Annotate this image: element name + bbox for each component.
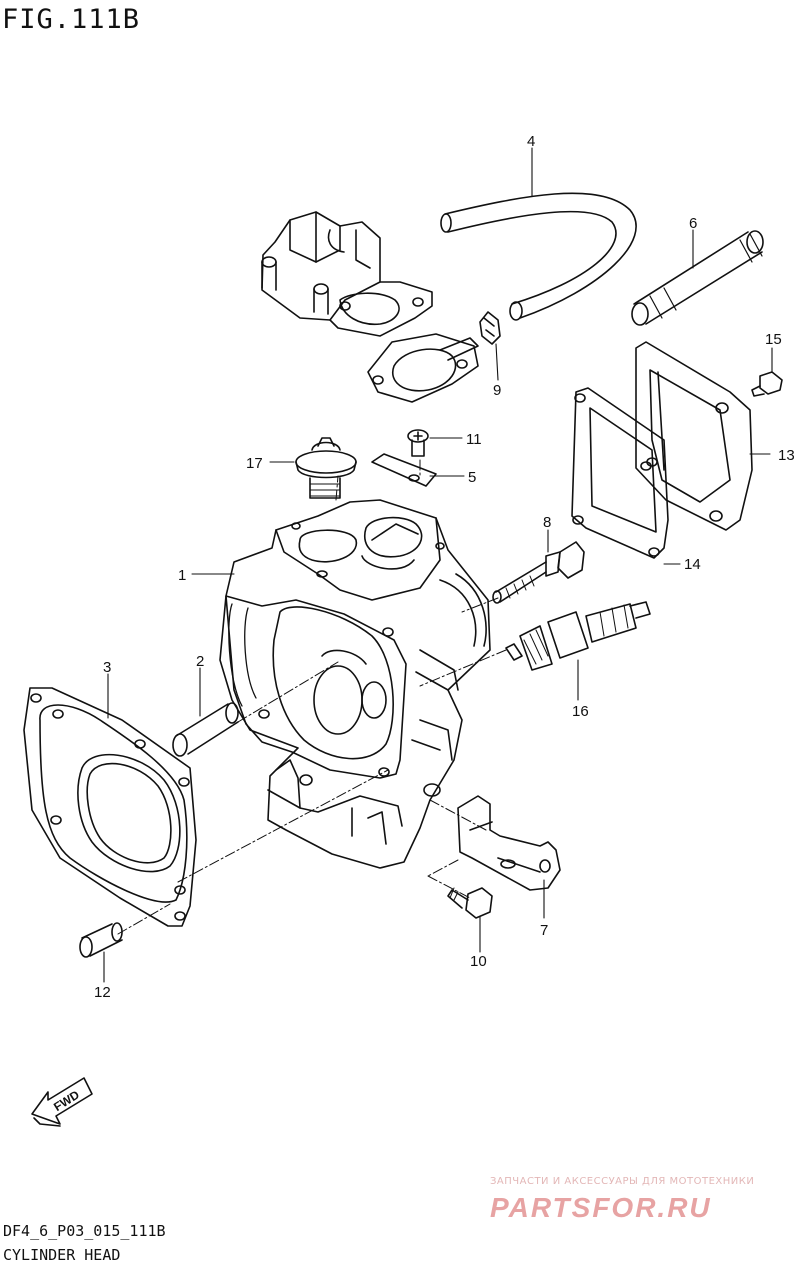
bolt-10 <box>447 887 493 919</box>
hose-clip <box>479 311 501 345</box>
callout-10: 10 <box>470 953 487 970</box>
callout-3: 3 <box>103 659 111 676</box>
bolt-8 <box>492 541 585 604</box>
assembly-lines <box>117 459 507 935</box>
cylinder-head-cover <box>635 341 753 531</box>
callout-8: 8 <box>543 514 551 531</box>
bolt-15 <box>751 371 783 397</box>
fwd-arrow-icon: FWD <box>31 1077 93 1127</box>
callout-16: 16 <box>572 703 589 720</box>
figure-caption: CYLINDER HEAD <box>3 1246 121 1264</box>
leader-lines <box>103 147 773 983</box>
callout-4: 4 <box>527 133 535 150</box>
thermostat <box>295 437 357 499</box>
sleeve <box>631 230 764 326</box>
callout-13: 13 <box>778 447 795 464</box>
hose <box>440 192 637 321</box>
callout-5: 5 <box>468 469 476 486</box>
figure-title: FIG.111B <box>2 4 141 35</box>
thermostat-cover <box>261 211 433 337</box>
cylinder-head-gasket <box>23 687 197 927</box>
callout-9: 9 <box>493 382 501 399</box>
callout-14: 14 <box>684 556 701 573</box>
cover-gasket <box>571 387 669 559</box>
plate-5 <box>371 453 437 487</box>
callout-6: 6 <box>689 215 697 232</box>
watermark-logo: PARTSFOR.RU <box>490 1192 712 1223</box>
spark-plug <box>505 601 651 671</box>
callout-11: 11 <box>466 431 482 448</box>
dowel-pin-2 <box>172 702 239 757</box>
dowel-pin-12 <box>79 922 123 958</box>
screw-11 <box>407 429 429 457</box>
cylinder-head <box>219 499 491 869</box>
bracket-7 <box>457 795 561 891</box>
callout-15: 15 <box>765 331 782 348</box>
thermostat-gasket <box>367 333 479 403</box>
callout-7: 7 <box>540 922 548 939</box>
callout-2: 2 <box>196 653 204 670</box>
watermark-tagline: ЗАПЧАСТИ И АКСЕССУАРЫ ДЛЯ МОТОТЕХНИКИ <box>490 1176 755 1187</box>
callout-12: 12 <box>94 984 111 1001</box>
callout-labels: 1 2 3 4 5 6 7 8 9 10 11 12 13 14 15 16 1… <box>94 133 795 1001</box>
callout-1: 1 <box>178 567 186 584</box>
callout-17: 17 <box>246 455 263 472</box>
figure-code: DF4_6_P03_015_111B <box>3 1222 166 1240</box>
